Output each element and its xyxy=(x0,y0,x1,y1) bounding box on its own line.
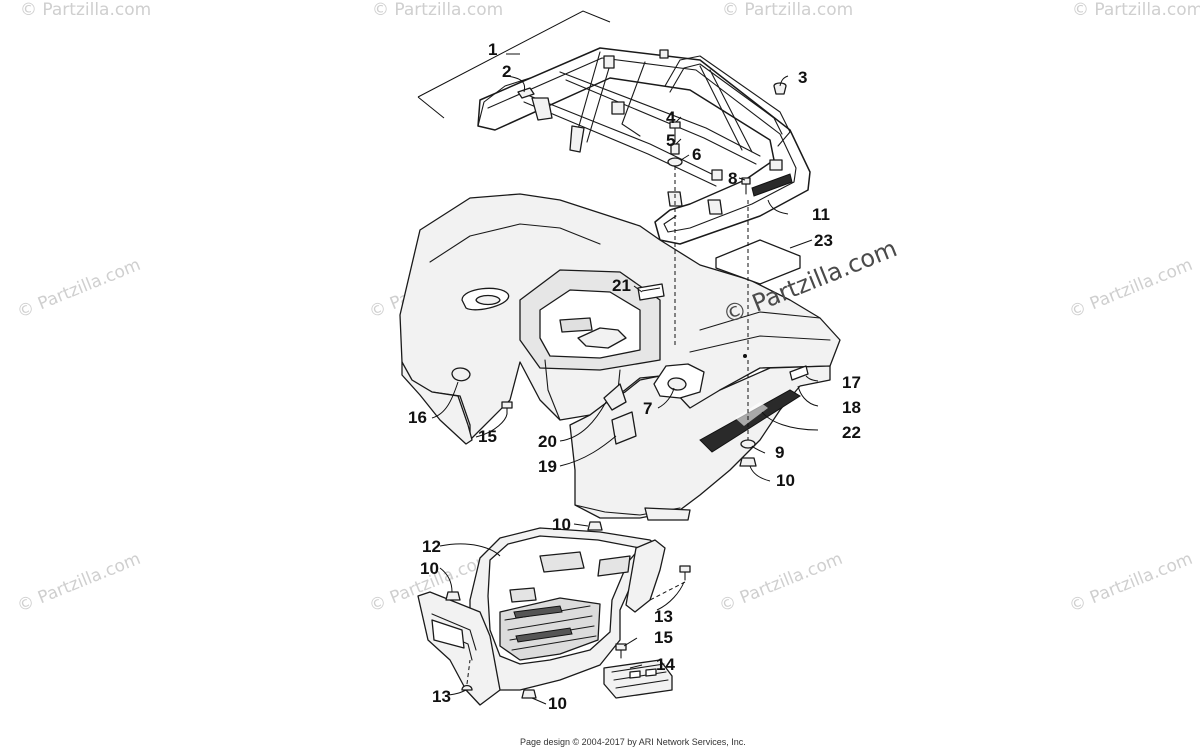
callout-19: 19 xyxy=(538,457,557,476)
callout-15-top: 15 xyxy=(478,427,497,446)
watermark-text: © Partzilla.com xyxy=(14,549,143,617)
watermark-text: © Partzilla.com xyxy=(20,0,151,20)
assembly-lines xyxy=(466,166,749,685)
callout-10-left: 10 xyxy=(420,559,439,578)
callout-11: 11 xyxy=(812,205,830,224)
callout-10-center: 10 xyxy=(552,515,571,534)
callout-2: 2 xyxy=(502,62,511,81)
rear-rack xyxy=(477,47,811,245)
callout-22: 22 xyxy=(842,423,861,442)
callout-labels: 1 2 3 4 5 6 7 8 9 10 10 10 10 11 12 13 1… xyxy=(408,40,861,713)
leader-lines xyxy=(431,53,819,705)
callout-16: 16 xyxy=(408,408,427,427)
callout-10-bottom: 10 xyxy=(548,694,567,713)
callout-10-rear: 10 xyxy=(776,471,795,490)
callout-3: 3 xyxy=(798,68,807,87)
watermark-text: © Partzilla.com xyxy=(1072,0,1200,20)
callout-13-right: 13 xyxy=(654,607,673,626)
callout-1: 1 xyxy=(488,40,497,59)
watermark-text: © Partzilla.com xyxy=(722,0,853,20)
rear-fender xyxy=(399,193,841,521)
callout-7: 7 xyxy=(643,399,652,418)
watermark-text: © Partzilla.com xyxy=(1066,549,1195,617)
callout-8: 8 xyxy=(728,169,737,188)
watermark-text: © Partzilla.com xyxy=(14,255,143,323)
watermark-text: © Partzilla.com xyxy=(1066,255,1195,323)
callout-9: 9 xyxy=(775,443,784,462)
callout-14: 14 xyxy=(656,655,675,674)
callout-12: 12 xyxy=(422,537,441,556)
watermark-text: © Partzilla.com xyxy=(372,0,503,20)
callout-20: 20 xyxy=(538,432,557,451)
callout-18: 18 xyxy=(842,398,861,417)
callout-21: 21 xyxy=(612,276,631,295)
hardware xyxy=(445,82,801,699)
callout-23: 23 xyxy=(814,231,833,250)
assembly-bracket xyxy=(417,10,611,119)
callout-5: 5 xyxy=(666,131,675,150)
footwell xyxy=(417,527,666,706)
callout-13-left: 13 xyxy=(432,687,451,706)
watermark-text: © Partzilla.com xyxy=(716,549,845,617)
callout-17: 17 xyxy=(842,373,861,392)
callout-4: 4 xyxy=(666,108,676,127)
callout-15-bottom: 15 xyxy=(654,628,673,647)
copyright-footer: Page design © 2004-2017 by ARI Network S… xyxy=(520,737,746,747)
callout-6: 6 xyxy=(692,145,701,164)
